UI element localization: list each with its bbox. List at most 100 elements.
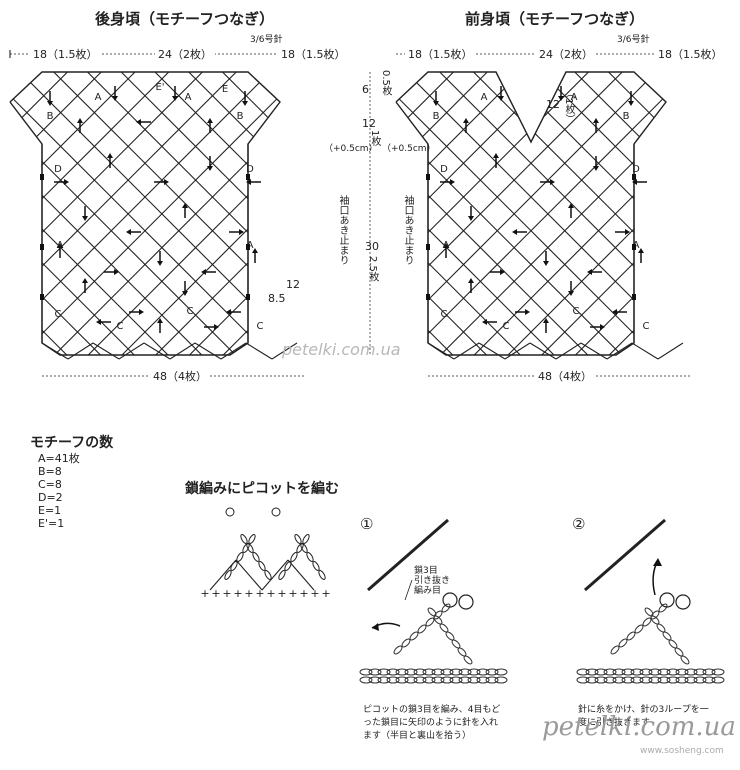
direction-arrow: [96, 319, 111, 325]
direction-arrow: [246, 179, 261, 185]
diagonal-line: [10, 72, 280, 355]
side-marker: [426, 244, 430, 250]
single-crochet-mark: +: [288, 587, 297, 600]
single-crochet-mark: +: [266, 587, 275, 600]
motif-label: D: [632, 164, 640, 175]
slit-label-back: 袖口あき止まり: [337, 195, 348, 265]
base-stitch: [422, 676, 436, 684]
chain-stitch: [417, 624, 427, 634]
direction-arrow: [204, 324, 219, 330]
base-stitch: [612, 668, 626, 676]
chain-path: [209, 559, 237, 591]
chain-stitch: [278, 570, 286, 580]
single-crochet-mark: +: [277, 587, 286, 600]
diagonal-line: [550, 62, 740, 462]
front-dim-right: 18（1.5枚）: [655, 46, 726, 62]
diagonal-line: [618, 62, 740, 462]
diagonal-line: [429, 72, 666, 355]
diagonal-line: [10, 72, 280, 355]
direction-arrow: [136, 119, 151, 125]
motif-count-list: A=41枚 B=8 C=8 D=2 E=1 E'=1: [38, 452, 80, 530]
picot-section-title: 鎖編みにピコットを編む: [185, 481, 339, 497]
diagonal-line: [671, 62, 740, 462]
diagonal-line: [10, 72, 107, 355]
base-stitch: [476, 668, 490, 676]
diagonal-line: [0, 62, 194, 462]
side-marker: [246, 294, 250, 300]
side-marker: [632, 174, 636, 180]
zigzag-edge: [555, 342, 582, 360]
back-dim-left: 18（1.5枚）: [30, 46, 101, 62]
step1-note-3: 編み目: [414, 586, 442, 596]
base-stitch: [711, 676, 725, 684]
chain-path: [261, 559, 289, 591]
base-stitch: [639, 676, 653, 684]
motif-label: A: [185, 92, 192, 103]
base-stitch: [395, 668, 409, 676]
motif-label: C: [187, 306, 194, 317]
base-stitch: [675, 668, 689, 676]
base-stitch: [585, 668, 599, 676]
direction-arrow: [77, 118, 83, 133]
zigzag-edge: [606, 342, 633, 360]
single-crochet-mark: +: [244, 587, 253, 600]
zigzag-edge: [657, 342, 684, 360]
note-leader: [404, 579, 413, 601]
motif-label-e: E: [222, 84, 228, 95]
single-crochet-mark: +: [299, 587, 308, 600]
base-stitch: [684, 668, 698, 676]
direction-arrow: [540, 179, 555, 185]
base-stitch: [494, 676, 508, 684]
direction-arrow: [593, 156, 599, 171]
zigzag-edge: [143, 342, 171, 360]
base-stitch: [630, 676, 644, 684]
single-crochet-mark: +: [222, 587, 231, 600]
chain-stitch: [409, 631, 419, 641]
diagonal-line: [396, 72, 666, 355]
motif-label: C: [643, 321, 650, 332]
base-stitch: [666, 668, 680, 676]
motif-label: D: [440, 164, 448, 175]
back-dim-bottom: 48（4枚）: [150, 368, 210, 384]
back-motif-grid: BBDDAACCCCAAE'E: [9, 62, 740, 462]
single-crochet-mark: +: [321, 587, 330, 600]
diagonal-line: [0, 62, 329, 462]
extra-right: （+0.5cm）: [382, 144, 436, 154]
direction-arrow: [229, 229, 244, 235]
base-stitch: [657, 668, 671, 676]
diagonal-line: [516, 62, 740, 462]
direction-arrow: [54, 179, 69, 185]
direction-arrow: [628, 91, 634, 106]
diagonal-line: [396, 72, 532, 355]
zigzag-edge: [478, 342, 506, 360]
base-stitch: [648, 676, 662, 684]
count-b: B=8: [38, 465, 62, 478]
panel-outline: [395, 71, 667, 356]
diagonal-line: [396, 72, 666, 355]
direction-arrow: [515, 309, 530, 315]
base-stitch: [576, 668, 590, 676]
diagonal-line: [0, 62, 59, 462]
chain-stitch: [610, 645, 620, 655]
step2-caption-2: 度に引き抜きます: [578, 718, 651, 728]
base-stitch: [648, 668, 662, 676]
diagonal-line: [564, 72, 666, 355]
direction-arrow: [112, 86, 118, 101]
step2-caption: 針に糸をかけ、針の3ループを一 度に引き抜きます: [578, 704, 709, 730]
motif-label: D: [54, 164, 62, 175]
picot-loop: [442, 592, 458, 608]
front-hook-size: 3/6号針: [617, 35, 650, 45]
diagonal-line: [10, 72, 180, 355]
step1-number: ①: [360, 515, 374, 533]
motif-label: C: [503, 321, 510, 332]
slit-label-front: 袖口あき止まり: [402, 195, 413, 265]
base-stitch: [594, 676, 608, 684]
single-crochet-mark: +: [310, 587, 319, 600]
direction-arrow: [107, 153, 113, 168]
back-dim-center: 24（2枚）: [155, 46, 215, 62]
back-dim-right: 18（1.5枚）: [278, 46, 349, 62]
diagonal-line: [10, 72, 280, 355]
base-stitch: [630, 668, 644, 676]
step2-illustration: [576, 518, 725, 684]
direction-arrow: [226, 309, 241, 315]
